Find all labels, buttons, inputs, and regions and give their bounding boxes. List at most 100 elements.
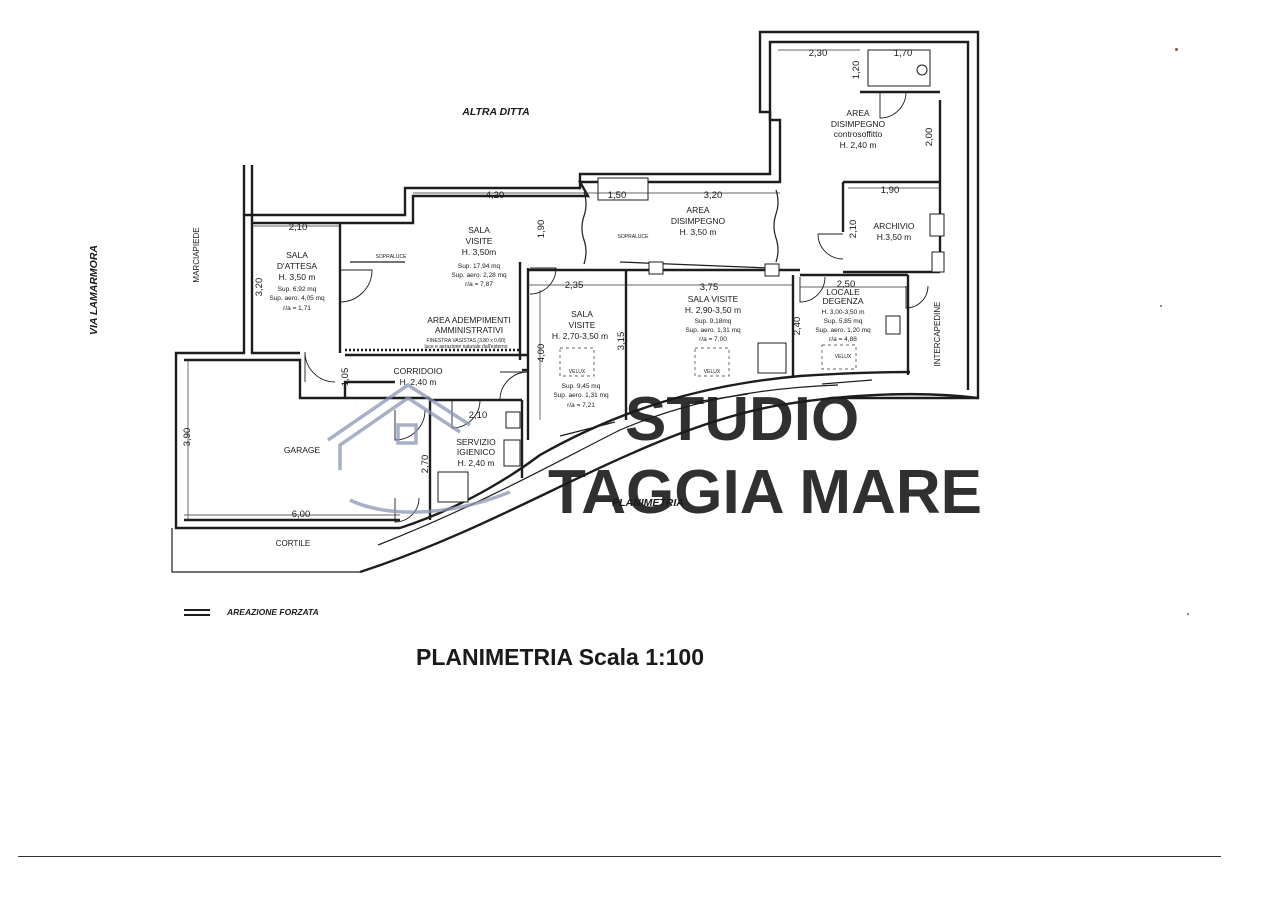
degenza-area: Sup. 5,85 mq xyxy=(824,318,863,325)
sala-attesa-name1: SALA xyxy=(286,250,308,260)
garage-name: GARAGE xyxy=(284,445,321,455)
sala-attesa-height: H. 3,50 m xyxy=(279,272,316,282)
room-sala-attesa: SALA D'ATTESA H. 3,50 m Sup. 6,92 mq Sup… xyxy=(269,250,325,312)
sala-visite-right-vent: Sup. aero. 1,31 mq xyxy=(685,327,741,334)
left-wall xyxy=(174,215,400,530)
dim-2-10-wc: 2,10 xyxy=(469,410,488,421)
room-sala-visite-small: SALA VISITE H. 2,70-3,50 m VELUX Sup. 9,… xyxy=(552,309,609,409)
velux-right-frame xyxy=(694,347,730,377)
sala-attesa-name2: D'ATTESA xyxy=(277,261,318,271)
adempimenti-name1: AREA ADEMPIMENTI xyxy=(427,315,511,325)
wc-height: H. 2,40 m xyxy=(458,458,495,468)
watermark: STUDIO TAGGIA MARE xyxy=(327,382,982,527)
archivio-cabinet-2 xyxy=(931,251,945,273)
dim-2-10-archivio: 2,10 xyxy=(848,220,859,239)
room-servizio-igienico: SERVIZIO IGIENICO H. 2,40 m xyxy=(456,437,496,468)
adempimenti-window1: FINESTRA VASISTAS (3,80 x 0,60) xyxy=(426,338,505,344)
sala-visite-right-height: H. 2,90-3,50 m xyxy=(685,305,741,315)
archivio-height: H.3,50 m xyxy=(877,232,912,242)
scan-speck xyxy=(1175,48,1178,51)
scan-speck xyxy=(1160,305,1162,307)
room-archivio: ARCHIVIO H.3,50 m xyxy=(873,221,914,242)
dimensions: 2,30 1,70 1,20 2,00 1,90 2,10 4,20 1,50 … xyxy=(182,48,935,520)
room-disimpegno-center: AREA DISIMPEGNO H. 3,50 m xyxy=(671,205,726,237)
door-attesa xyxy=(339,269,373,303)
archivio-name: ARCHIVIO xyxy=(873,221,914,231)
degenza-velux: VELUX xyxy=(835,354,852,360)
velux-small-frame xyxy=(559,347,595,377)
room-sala-visite-right: SALA VISITE H. 2,90-3,50 m Sup. 9,18mq S… xyxy=(685,294,741,375)
degenza-name2: DEGENZA xyxy=(822,296,863,306)
adempimenti-name2: AMMINISTRATIVI xyxy=(435,325,503,335)
door-wc-corridor xyxy=(499,371,529,401)
sala-visite-main-height: H. 3,50m xyxy=(462,247,497,257)
door-degenza xyxy=(799,276,826,303)
left-wall-inner xyxy=(250,223,300,355)
degenza-name1: LOCALE xyxy=(826,287,860,297)
disimpegno-center-height: H. 3,50 m xyxy=(680,227,717,237)
door-disimpegno-top xyxy=(879,91,907,119)
dim-2-10-attesa: 2,10 xyxy=(289,222,308,233)
sala-visite-small-velux: VELUX xyxy=(569,369,586,375)
surroundings-labels: ALTRA DITTA VIA LAMARMORA MARCIAPIEDE CO… xyxy=(88,106,942,548)
sala-visite-small-name1: SALA xyxy=(571,309,593,319)
disimpegno-center-name2: DISIMPEGNO xyxy=(671,216,726,226)
sala-visite-small-name2: VISITE xyxy=(569,320,596,330)
sala-visite-main-area: Sup. 17,94 mq xyxy=(458,263,501,270)
disimpegno-top-name1: AREA xyxy=(846,108,869,118)
dim-1-90-side: 1,90 xyxy=(536,220,547,239)
archivio-cabinet xyxy=(929,213,945,237)
sala-visite-small-area: Sup. 9,45 mq xyxy=(562,383,601,390)
dim-3-20: 3,20 xyxy=(704,190,723,201)
sala-attesa-ratio: r/a = 1,71 xyxy=(283,305,311,312)
room-locale-degenza: LOCALE DEGENZA H. 3,00-3,50 m Sup. 5,85 … xyxy=(815,287,871,360)
sink-cabinet xyxy=(597,177,649,201)
outer-wall-top-inner xyxy=(250,40,970,390)
sala-visite-right-ratio: r/a = 7,00 xyxy=(699,336,727,343)
sala-visite-small-vent: Sup. aero. 1,31 mq xyxy=(553,392,609,399)
dim-2-50: 2,50 xyxy=(837,279,856,290)
room-sala-visite-main: SALA VISITE H. 3,50m Sup. 17,94 mq Sup. … xyxy=(451,225,507,288)
courtyard-outline xyxy=(171,528,360,573)
degenza-vent: Sup. aero. 1,20 mq xyxy=(815,327,871,334)
glass-partition-right xyxy=(773,189,779,263)
wc-basin xyxy=(503,439,521,467)
dim-3-15: 3,15 xyxy=(616,332,627,351)
sidewalk-label: MARCIAPIEDE xyxy=(192,227,201,282)
dim-2-00: 2,00 xyxy=(924,128,935,147)
disimpegno-top-height: H. 2,40 m xyxy=(840,140,877,150)
wc-name1: SERVIZIO xyxy=(456,437,496,447)
dim-2-40: 2,40 xyxy=(792,317,803,336)
door-degenza-right xyxy=(905,285,929,309)
room-garage: GARAGE xyxy=(284,445,321,455)
door-small-visite xyxy=(529,267,557,295)
glass-partition-left xyxy=(581,191,587,265)
inner-features xyxy=(345,49,945,503)
adempimenti-window2: luce e aerazione naturale dall'esterno xyxy=(425,344,508,350)
sala-visite-right-name: SALA VISITE xyxy=(688,294,739,304)
watermark-house-icon xyxy=(327,382,511,514)
wc-name2: IGIENICO xyxy=(457,447,496,457)
dimension-lines xyxy=(184,49,940,520)
dim-4-20: 4,20 xyxy=(486,190,505,201)
sala-visite-small-ratio: r/a = 7,21 xyxy=(567,402,595,409)
dim-1-20: 1,20 xyxy=(851,61,862,80)
door-archivio xyxy=(817,233,844,260)
cavity-label: INTERCAPEDINE xyxy=(933,302,942,367)
sala-visite-main-name1: SALA xyxy=(468,225,490,235)
dim-1-05: 1,05 xyxy=(340,368,351,387)
dim-3-75: 3,75 xyxy=(700,282,719,293)
neighbour-label: ALTRA DITTA xyxy=(461,106,529,118)
street-label: VIA LAMARMORA xyxy=(88,245,100,335)
toilet-top xyxy=(916,64,928,76)
plan-label: PLANIMETRIA xyxy=(612,497,684,509)
disimpegno-top-ceiling: controsoffitto xyxy=(834,129,883,139)
outer-wall-top xyxy=(242,30,980,400)
dim-1-70: 1,70 xyxy=(894,48,913,59)
wc-toilet xyxy=(505,411,521,429)
room-corridoio: CORRIDOIO H. 2,40 m xyxy=(393,366,443,387)
window-curve-2 xyxy=(694,393,749,403)
courtyard-label: CORTILE xyxy=(276,539,311,548)
room-disimpegno-top: AREA DISIMPEGNO controsoffitto H. 2,40 m xyxy=(831,108,886,150)
